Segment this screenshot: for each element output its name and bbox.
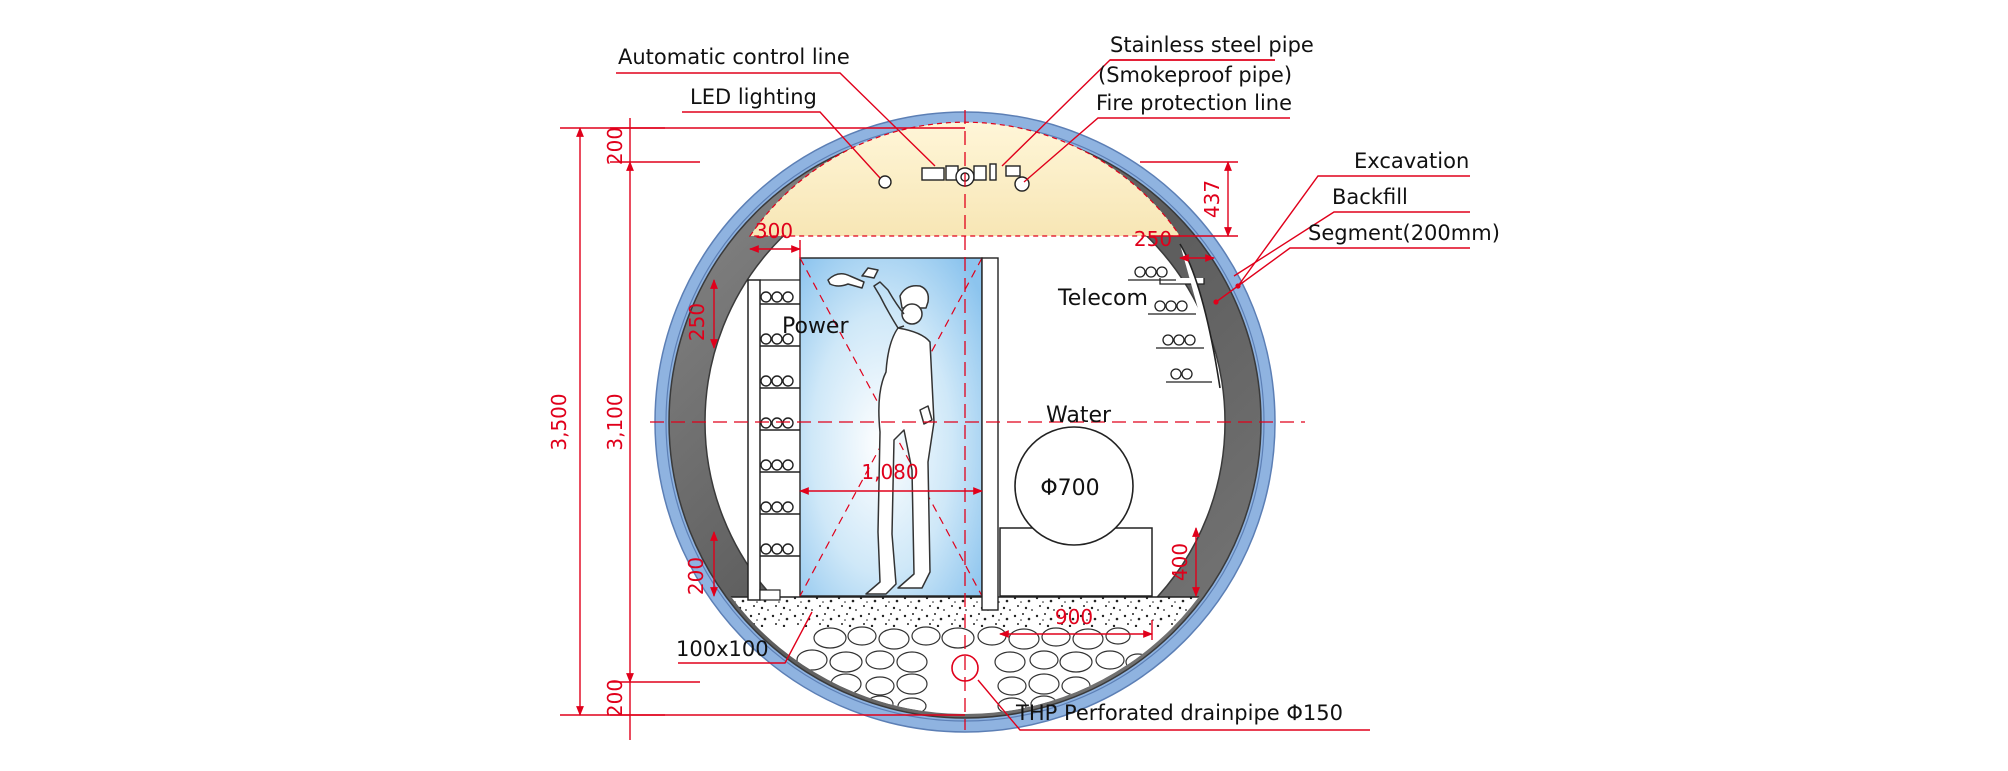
telecom-cable-trays: [1128, 243, 1221, 389]
dim-right-clearance: 250: [1134, 227, 1172, 251]
dim-bottom-left: 200: [684, 557, 708, 595]
leader-lines: [616, 59, 1470, 731]
dim-top-segment: 200: [603, 127, 627, 165]
dim-ceiling-right: 437: [1200, 180, 1224, 218]
dim-water-support-width: 900: [1055, 605, 1093, 629]
dim-bottom-segment: 200: [603, 679, 627, 717]
label-smokeproof-pipe: (Smokeproof pipe): [1098, 63, 1292, 87]
dim-water-support-height: 400: [1168, 543, 1192, 581]
label-power: Power: [782, 314, 849, 339]
label-drainpipe: THP Perforated drainpipe Φ150: [1015, 701, 1343, 725]
label-stainless-steel-pipe: Stainless steel pipe: [1110, 33, 1314, 57]
dim-left-tray-spacing: 250: [685, 303, 709, 341]
label-automatic-control-line: Automatic control line: [618, 45, 850, 69]
label-water: Water: [1046, 403, 1112, 428]
worker-figure: [827, 267, 935, 595]
dim-inner: 3,100: [603, 393, 627, 450]
label-backfill: Backfill: [1332, 185, 1408, 209]
water-pipe: [1014, 426, 1134, 546]
dim-left-clearance: 300: [755, 219, 793, 243]
dim-overall: 3,500: [547, 393, 571, 450]
internal-dimension-lines: [710, 161, 1238, 640]
label-block-size: 100x100: [676, 637, 769, 661]
left-dimension-lines: [560, 118, 965, 740]
label-excavation: Excavation: [1354, 149, 1469, 173]
label-telecom: Telecom: [1057, 286, 1148, 311]
dim-walkway-width: 1,080: [861, 460, 918, 484]
label-segment: Segment(200mm): [1308, 221, 1500, 245]
label-fire-protection-line: Fire protection line: [1096, 91, 1292, 115]
water-pipe-assembly: [999, 426, 1153, 597]
power-cable-rack: [747, 279, 800, 601]
label-led-lighting: LED lighting: [690, 85, 817, 109]
label-water-pipe-diameter: Φ700: [1040, 476, 1099, 501]
led-light-left: [878, 175, 892, 189]
